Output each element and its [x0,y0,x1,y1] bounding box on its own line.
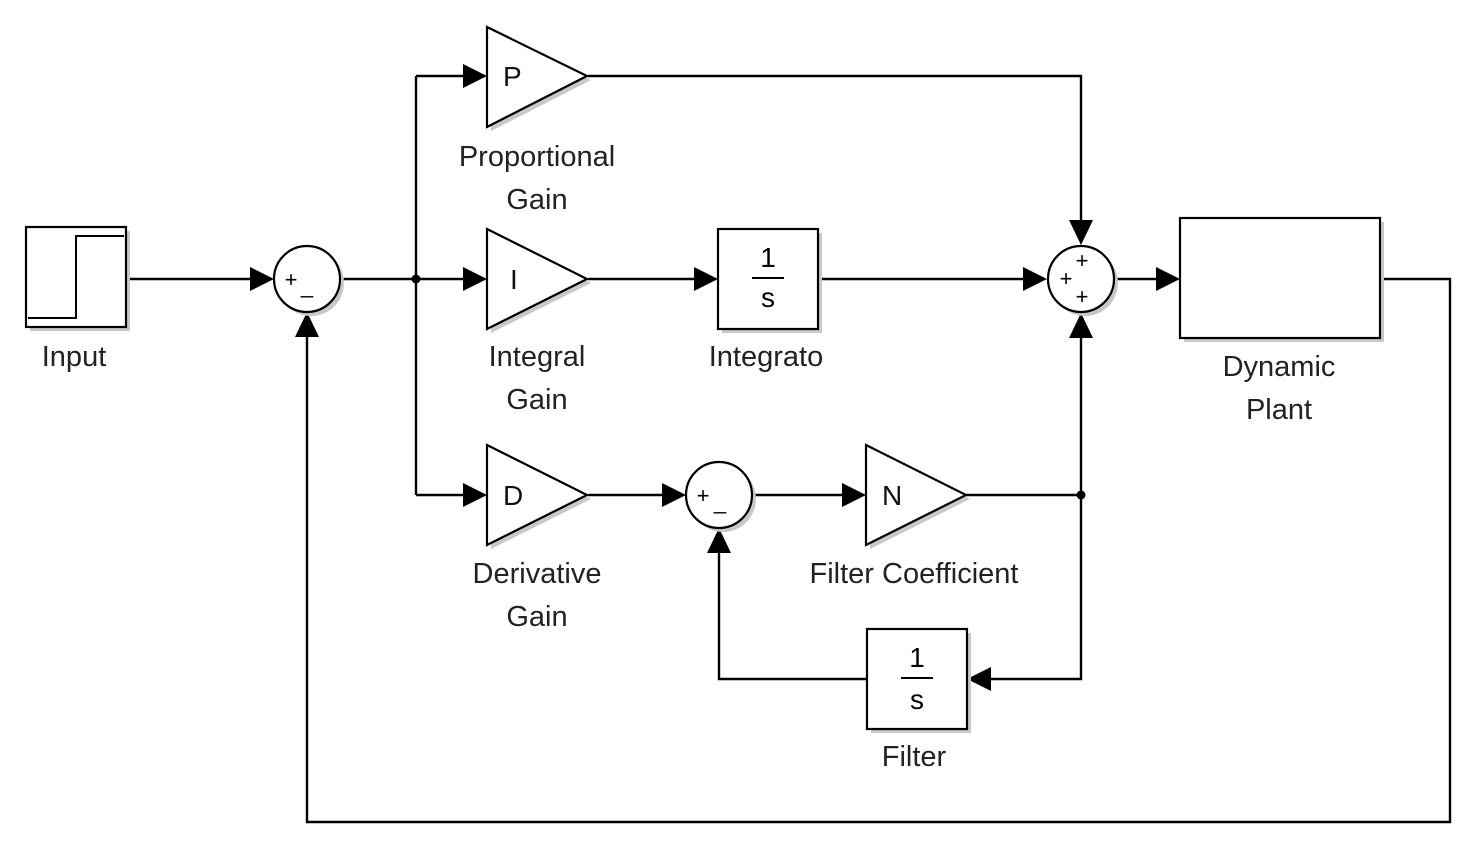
filter-coefficient-symbol: N [882,480,902,511]
arrow-into-derivative-sum-bottom [707,528,731,553]
arrow-into-plant [1156,267,1180,291]
dynamic-plant-block[interactable] [1178,216,1384,342]
proportional-gain-symbol: P [503,61,522,92]
output-sum-sign-left: + [1060,266,1073,291]
integrator-numerator: 1 [760,242,776,273]
wire-plant-feedback [305,277,1452,824]
arrow-into-error-sum [250,267,274,291]
proportional-gain-label-line2: Gain [506,184,567,216]
wire-p-to-output-sum [588,74,1083,226]
arrow-into-p-gain [463,64,487,88]
dynamic-plant-label-line1: Dynamic [1223,351,1336,383]
derivative-gain-label-line1: Derivative [473,558,602,590]
derivative-sum-sign-minus: _ [713,489,727,514]
derivative-gain-symbol: D [503,480,523,511]
integral-gain-label-line1: Integral [489,341,586,373]
error-sum-sign-plus: + [285,267,298,292]
arrow-into-output-sum-left [1023,267,1047,291]
arrow-into-derivative-sum [662,483,686,507]
arrow-into-error-sum-bottom [295,312,319,337]
integral-gain-block[interactable]: I [485,227,591,333]
output-sum-sign-top: + [1076,248,1089,273]
wire-junction-to-filter [985,495,1083,681]
arrow-into-output-sum-bottom [1069,313,1093,338]
error-sum-block[interactable]: + _ [272,244,344,316]
filter-coefficient-block[interactable]: N [864,443,970,549]
integrator-label: Integrato [709,341,823,373]
filter-denominator: s [910,684,924,715]
signal-wires [127,74,1452,824]
integral-gain-symbol: I [510,264,518,295]
derivative-gain-label-line2: Gain [506,601,567,633]
filter-numerator: 1 [909,642,925,673]
arrow-into-filter [967,667,991,691]
derivative-sum-sign-plus: + [697,483,710,508]
step-icon [28,235,124,319]
arrow-into-integrator [694,267,718,291]
input-step-block[interactable] [24,225,130,331]
integrator-denominator: s [761,282,775,313]
filter-block[interactable]: 1 s [865,627,971,733]
arrow-into-n-gain [842,483,866,507]
arrow-into-i-gain [463,267,487,291]
input-label: Input [42,341,107,373]
integrator-block[interactable]: 1 s [716,227,822,333]
filter-junction-dot [1076,490,1086,500]
output-sum-sign-bottom: + [1076,284,1089,309]
filter-coefficient-label: Filter Coefficient [810,558,1019,590]
derivative-sum-block[interactable]: + _ [684,460,756,532]
branch-junction-dot [411,274,421,284]
arrow-into-output-sum-top [1069,220,1093,245]
derivative-gain-block[interactable]: D [485,443,591,549]
wire-filter-to-derivative-sum [717,546,867,681]
output-sum-block[interactable]: + + + [1046,244,1118,316]
proportional-gain-block[interactable]: P [485,25,591,131]
dynamic-plant-label-line2: Plant [1246,394,1312,426]
filter-label: Filter [882,741,947,773]
integral-gain-label-line2: Gain [506,384,567,416]
arrowheads [250,64,1180,691]
error-sum-sign-minus: _ [300,273,314,298]
arrow-into-d-gain [463,483,487,507]
proportional-gain-label-line1: Proportional [459,141,615,173]
